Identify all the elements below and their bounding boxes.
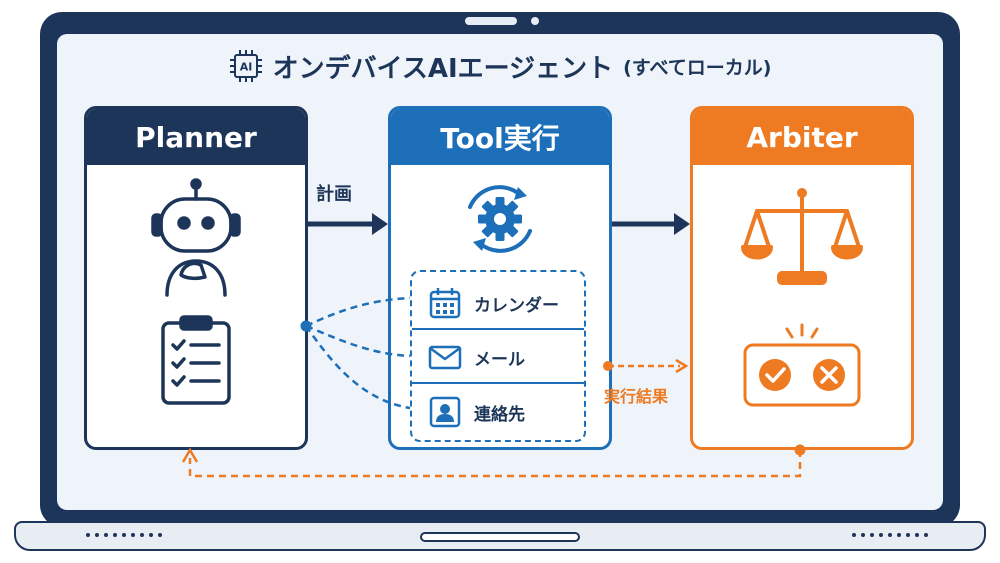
ai-chip-icon: AI <box>229 50 262 82</box>
tool-item-calendar: カレンダー <box>412 278 584 330</box>
edge-planner-to-tools <box>304 296 411 410</box>
edge-label-result: 実行結果 <box>604 387 669 406</box>
camera-icon <box>531 17 539 25</box>
title-main: オンデバイスAIエージェント <box>272 53 614 84</box>
calendar-icon <box>429 288 461 319</box>
tool-label-mail: メール <box>474 349 525 370</box>
planner-label: Planner <box>87 109 305 165</box>
arbiter-label: Arbiter <box>693 109 911 165</box>
tool-label-contacts: 連絡先 <box>474 404 525 425</box>
cross-icon <box>813 359 845 391</box>
tool-label-calendar: カレンダー <box>474 295 559 316</box>
scales-top-icon <box>797 188 807 198</box>
tool-item-contacts: 連絡先 <box>412 386 584 438</box>
planner-node: Planner <box>84 106 308 450</box>
contact-icon <box>429 396 461 428</box>
mail-icon <box>428 345 462 370</box>
ai-chip-label: AI <box>239 61 252 74</box>
diagram-title: AI オンデバイスAIエージェント (すべてローカル) <box>200 46 800 86</box>
laptop-base-notch <box>420 532 580 542</box>
tool-item-mail: メール <box>412 332 584 384</box>
edge-arbiter-to-planner <box>181 444 806 478</box>
speaker-right <box>852 533 928 537</box>
check-icon <box>759 359 791 391</box>
scales-icon <box>741 191 863 285</box>
tool-label: Tool実行 <box>391 109 609 165</box>
camera-bar <box>465 17 517 25</box>
clipboard-checklist-icon <box>161 315 231 405</box>
edge-label-plan: 計画 <box>316 184 352 205</box>
robot-thinking-icon <box>151 178 241 297</box>
planner-illustration <box>151 178 241 405</box>
gear-cycle-icon <box>468 185 532 253</box>
arbiter-node: Arbiter <box>690 106 914 450</box>
edge-tool-to-arbiter <box>612 213 690 235</box>
title-sub: (すべてローカル) <box>623 56 772 79</box>
edge-tools-to-arbiter <box>603 358 689 374</box>
planner-tools-dot <box>300 320 312 332</box>
tools-list: カレンダー メール 連絡先 <box>410 270 586 442</box>
arbiter-illustration <box>741 188 863 407</box>
edge-planner-to-tool <box>308 213 388 235</box>
alert-spark-icon <box>785 323 819 339</box>
speaker-left <box>86 533 162 537</box>
